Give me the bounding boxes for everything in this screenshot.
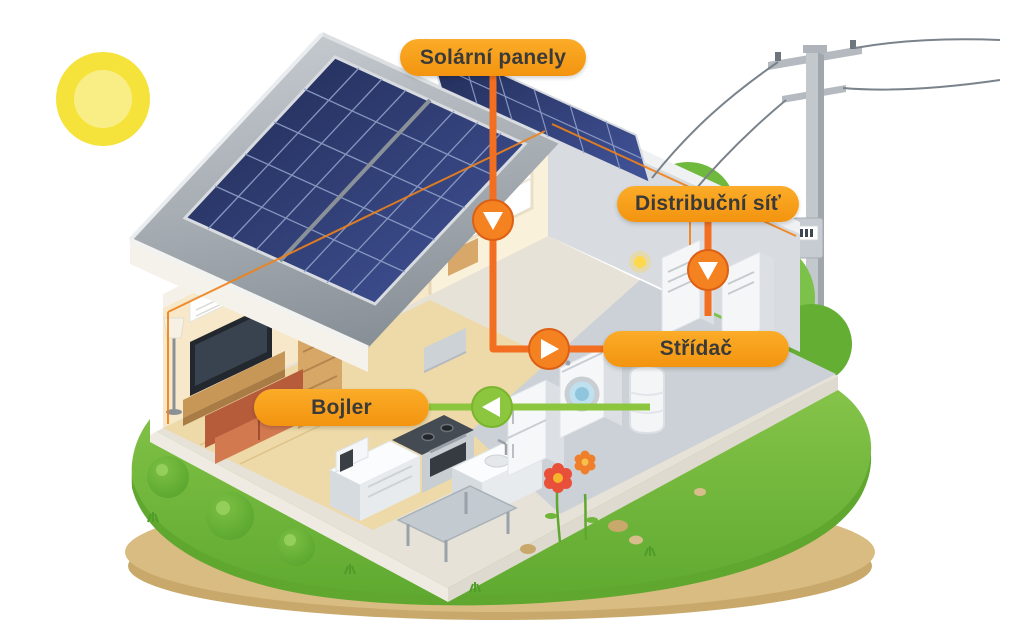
eave-beam — [130, 240, 368, 372]
tv — [190, 303, 272, 396]
solar-panel-array — [182, 55, 528, 306]
water-heater — [629, 364, 665, 435]
range-hood — [423, 328, 467, 373]
flow-node-inverter-right-arrow — [528, 328, 570, 370]
flow-node-grid-down-arrow — [687, 249, 729, 291]
utility-pole — [768, 40, 862, 372]
flow-node-boiler-left-arrow — [471, 386, 513, 428]
fridge — [507, 379, 564, 477]
front-bushes — [147, 456, 315, 566]
sun — [56, 52, 150, 146]
wall-lamp — [634, 256, 646, 268]
label-solar-panels: Solární panely — [400, 39, 586, 76]
power-lines — [651, 38, 1001, 197]
kitchen-counter — [328, 440, 422, 521]
energy-flow — [429, 74, 729, 428]
label-boiler: Bojler — [254, 389, 429, 426]
stove — [392, 415, 474, 493]
grass-tufts — [147, 512, 656, 593]
label-inverter: Střídač — [603, 331, 789, 367]
flow-node-solar-down-arrow — [472, 199, 514, 241]
desk — [448, 238, 478, 276]
label-distribution-grid: Distribuční síť — [617, 186, 799, 222]
rocks — [520, 488, 706, 554]
flowers — [544, 450, 598, 543]
garden-table — [396, 485, 518, 562]
media-shelf — [183, 351, 285, 426]
microwave — [335, 436, 369, 473]
